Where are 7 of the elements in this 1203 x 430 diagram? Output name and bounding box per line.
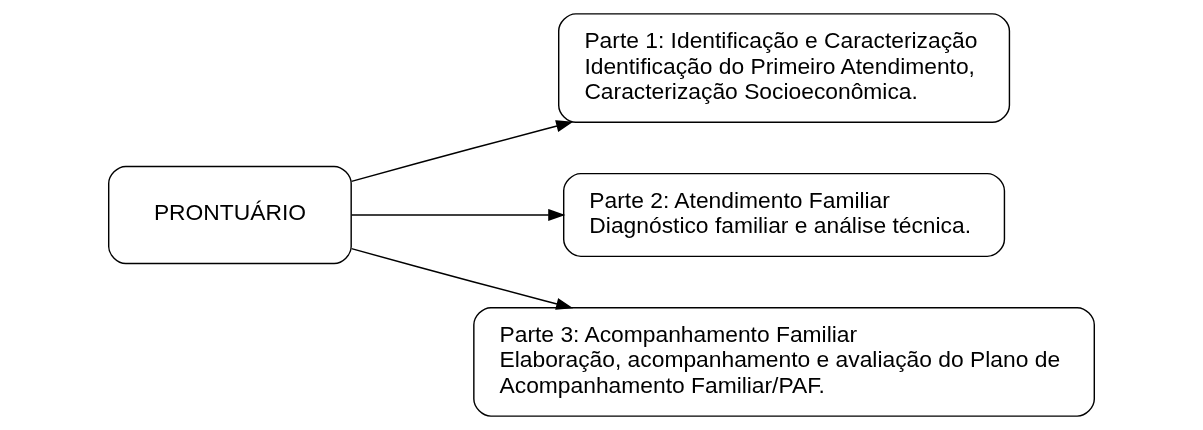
node-box: Parte 1: Identificação e Caracterização Identificação do Primeiro Atendimento, Caracterização Socioeconômica. [558, 13, 1011, 123]
arrow [350, 120, 574, 183]
node-box: PRONTUÁRIO [108, 165, 352, 265]
node-box: Parte 3: Acompanhamento Familiar Elaboração, acompanhamento e avaliação do Plano de Acompanhamento Familiar/PAF. [473, 307, 1095, 417]
node-box: Parte 2: Atendimento Familiar Diagnóstico familiar e análise técnica. [563, 172, 1006, 258]
arrow [350, 247, 574, 310]
arrow [350, 209, 566, 221]
